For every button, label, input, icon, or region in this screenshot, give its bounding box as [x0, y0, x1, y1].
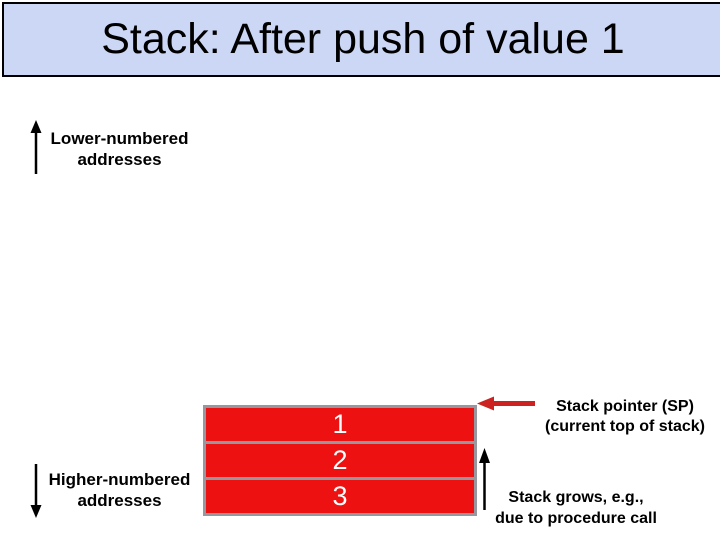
label-line: addresses — [77, 491, 162, 510]
stack-cell: 1 — [206, 408, 474, 441]
label-line: Lower-numbered — [50, 129, 189, 148]
label-line: (current top of stack) — [544, 418, 705, 435]
lower-addresses-label: Lower-numbered addresses — [42, 128, 197, 170]
label-line: Stack grows, e.g., — [508, 489, 644, 506]
up-arrow-icon — [30, 120, 42, 174]
title-bar: Stack: After push of value 1 — [2, 2, 720, 77]
down-arrow-icon — [30, 464, 42, 518]
slide-title: Stack: After push of value 1 — [101, 15, 625, 63]
label-line: Stack pointer (SP) — [556, 398, 694, 415]
higher-addresses-label: Higher-numbered addresses — [42, 469, 197, 511]
stack-diagram: 1 2 3 — [203, 405, 477, 516]
label-line: due to procedure call — [495, 510, 657, 527]
stack-grows-label: Stack grows, e.g., due to procedure call — [486, 487, 666, 529]
label-line: addresses — [77, 150, 162, 169]
stack-cell: 3 — [206, 480, 474, 513]
stack-grows-up-arrow-icon — [479, 448, 490, 510]
label-line: Higher-numbered — [48, 470, 191, 489]
stack-pointer-left-arrow-icon — [477, 396, 535, 411]
stack-pointer-label: Stack pointer (SP) (current top of stack… — [534, 397, 716, 437]
stack-cell: 2 — [206, 444, 474, 477]
